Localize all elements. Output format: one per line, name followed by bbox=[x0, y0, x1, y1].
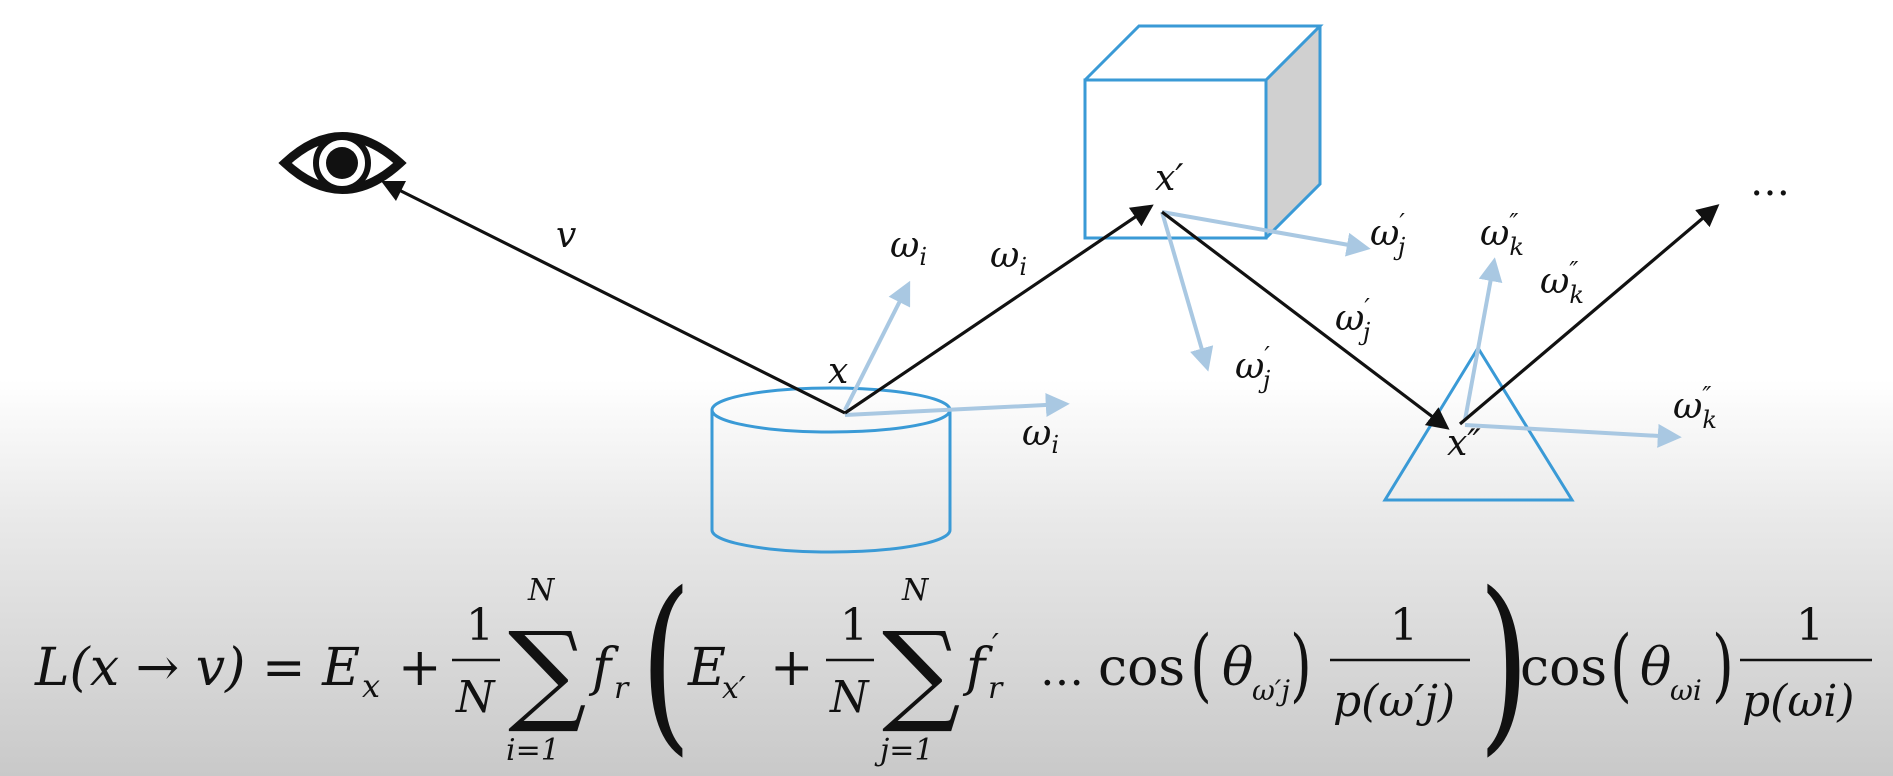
eq-frac1-den: N bbox=[455, 672, 496, 723]
eq-frac4-den: p(ωi) bbox=[1742, 676, 1854, 727]
scatter-ray-xp-right bbox=[1161, 210, 1371, 257]
cube-shape bbox=[1083, 24, 1324, 240]
ray-x-to-eye bbox=[380, 180, 846, 415]
label-omega-k-2: ω″k bbox=[1540, 257, 1584, 309]
eq-sum1-sigma: ∑ bbox=[508, 608, 587, 736]
eq-big-rparen: ) bbox=[1478, 552, 1530, 773]
eq-Exp: E bbox=[687, 638, 726, 698]
label-omega-k-1: ω″k bbox=[1480, 209, 1524, 261]
label-omega-j-1: ω′j bbox=[1370, 209, 1406, 261]
eq-frac2-num: 1 bbox=[840, 600, 868, 651]
eq-frac2-den: N bbox=[829, 672, 870, 723]
cylinder-shape bbox=[710, 386, 952, 554]
scatter-ray-x-right bbox=[844, 392, 1070, 417]
eq-sum1-top: N bbox=[527, 573, 556, 608]
eq-frac3-den: p(ω′j) bbox=[1333, 676, 1455, 727]
eq-plus-1: + bbox=[398, 638, 442, 698]
eq-theta-2: θ bbox=[1640, 638, 1671, 698]
label-omega-i-3: ωi bbox=[1022, 413, 1059, 459]
eq-rparen-2: ) bbox=[1290, 619, 1312, 712]
scatter-ray-x-up bbox=[843, 280, 911, 411]
eq-rparen-3: ) bbox=[1712, 619, 1734, 712]
diagram-labels: v x x′ x″ ωi ωi ωi ω′j ω′j ω′j ω″k ω″k ω… bbox=[556, 158, 1790, 464]
label-omega-i-2: ωi bbox=[990, 235, 1027, 281]
eq-Exp-sub: x′ bbox=[722, 671, 746, 706]
label-x-double-prime: x″ bbox=[1447, 423, 1481, 464]
eq-sum2-top: N bbox=[901, 573, 930, 608]
eq-frac1-num: 1 bbox=[466, 600, 494, 651]
eq-frp-prime: ′ bbox=[992, 628, 999, 663]
scatter-ray-xpp-up bbox=[1463, 257, 1503, 421]
scatter-ray-xp-down bbox=[1160, 211, 1214, 372]
eq-lparen-2: ( bbox=[1190, 619, 1212, 712]
eq-frp-sub: r bbox=[988, 671, 1004, 706]
label-omega-k-3: ω″k bbox=[1673, 382, 1717, 434]
label-ellipsis: … bbox=[1750, 159, 1790, 205]
eq-lhs-sub: x bbox=[362, 667, 380, 705]
label-omega-i-1: ωi bbox=[890, 225, 927, 271]
eq-theta-1-sub: ω′j bbox=[1252, 674, 1290, 707]
eq-theta-2-sub: ωi bbox=[1670, 674, 1702, 707]
label-x-prime: x′ bbox=[1155, 158, 1183, 199]
path-rays bbox=[380, 180, 1720, 430]
eq-frac3-num: 1 bbox=[1390, 600, 1418, 651]
label-x: x bbox=[828, 351, 848, 392]
ray-xpp-onward bbox=[1458, 204, 1720, 426]
label-omega-j-2: ω′j bbox=[1335, 294, 1371, 346]
eq-sum2-sigma: ∑ bbox=[882, 608, 961, 736]
eq-plus-2: + bbox=[770, 638, 814, 698]
eq-big-lparen: ( bbox=[640, 552, 692, 773]
eq-theta-1: θ bbox=[1222, 638, 1253, 698]
eq-sum2-bottom: j=1 bbox=[874, 733, 934, 768]
rendering-equation: L(x → v) = E x + 1 N N ∑ i=1 f r ( E x′ … bbox=[34, 552, 1872, 773]
scatter-ray-xpp-right bbox=[1464, 423, 1682, 448]
eq-sum1-bottom: i=1 bbox=[506, 733, 560, 768]
label-v: v bbox=[556, 215, 576, 256]
eq-cos-1: cos bbox=[1098, 638, 1185, 698]
eq-frac4-num: 1 bbox=[1796, 600, 1824, 651]
scatter-rays bbox=[843, 210, 1682, 448]
ray-x-to-xp bbox=[844, 204, 1154, 415]
label-omega-j-3: ω′j bbox=[1235, 342, 1271, 394]
eye-icon bbox=[278, 132, 407, 194]
eq-lhs: L(x → v) = E bbox=[34, 638, 360, 698]
eq-cos-2: cos bbox=[1520, 638, 1607, 698]
eq-dots: … bbox=[1040, 645, 1084, 696]
eq-lparen-3: ( bbox=[1610, 619, 1632, 712]
ray-xp-to-xpp bbox=[1161, 210, 1450, 430]
eq-fr-sub: r bbox=[614, 671, 630, 706]
